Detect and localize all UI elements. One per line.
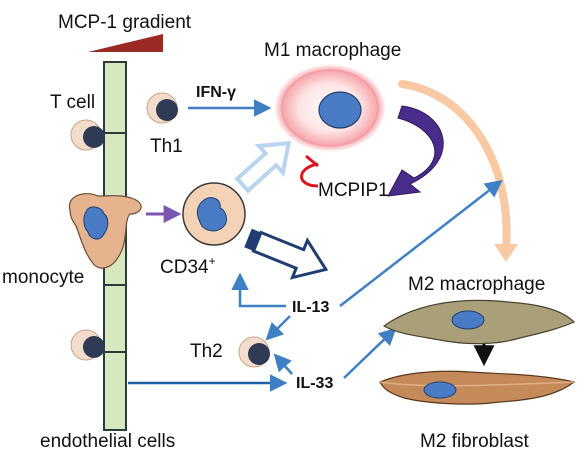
cd34-cell [182,182,246,246]
mcpip1-inhibit-bar [305,154,319,168]
th1-cell [146,92,178,124]
il13-to-m1-arrow [339,179,503,307]
title-mcp1-gradient: MCP-1 gradient [58,12,192,33]
hollow-arrow-to-m1 [234,140,292,194]
th1-label: Th1 [150,136,183,157]
t-cell-label: T cell [50,92,95,113]
peach-arrowhead [494,244,518,262]
il13-to-th2-arrow [265,315,291,341]
il33-to-m2-arrow [343,327,397,379]
peach-curved-arrow [398,80,511,252]
endothelial-label: endothelial cells [40,431,175,452]
mcp1-gradient-wedge [88,34,163,52]
monocyte [68,193,142,269]
il33-label: IL-33 [296,375,333,392]
cd34-label: CD34+ [160,254,216,278]
th2-label: Th2 [190,341,223,362]
m1-macrophage [274,64,386,152]
column-lower-cell [70,329,105,361]
il13-to-cd34-arrow [231,272,286,308]
purple-curved-arrow [387,105,444,197]
t-cell [70,119,105,151]
monocyte-label: monocyte [2,267,84,288]
m1-label: M1 macrophage [264,40,401,61]
hollow-arrow-to-il13 [244,228,329,280]
il33-to-th2-arrow [273,353,293,375]
il13-label: IL-13 [292,299,329,316]
m2-macrophage [382,299,576,345]
m2-fibroblast [379,370,576,405]
ifn-gamma-label: IFN-γ [196,84,236,101]
m2-fibroblast-label: M2 fibroblast [420,431,529,452]
mcpip1-label: MCPIP1 [318,180,389,201]
m2-macrophage-label: M2 macrophage [408,274,545,295]
th2-cell [238,336,270,368]
mcpip1-inhibit-arc [300,162,319,188]
